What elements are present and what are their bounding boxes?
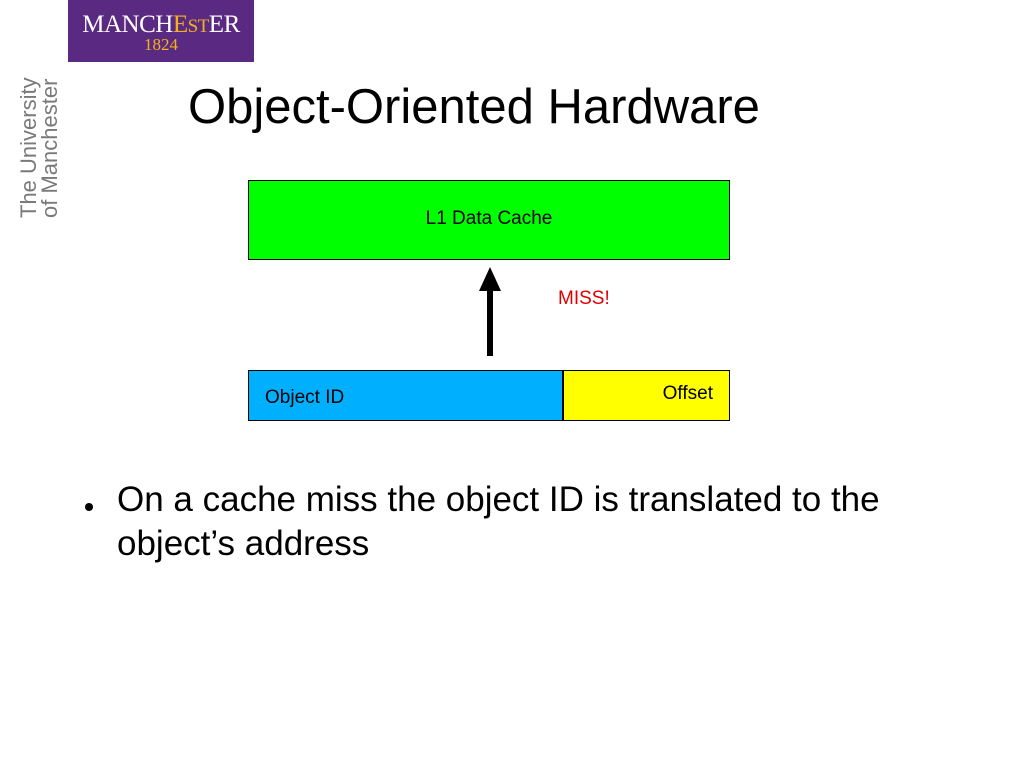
object-id-label: Object ID bbox=[265, 387, 345, 408]
logo-text-manch: MANCH bbox=[82, 11, 173, 38]
bullet-dot-icon bbox=[85, 503, 93, 511]
miss-label: MISS! bbox=[558, 288, 610, 309]
l1-data-cache-label: L1 Data Cache bbox=[425, 208, 553, 229]
offset-label: Offset bbox=[662, 383, 713, 404]
manchester-logo: MANCHESTER 1824 bbox=[68, 0, 254, 62]
bullet-list: On a cache miss the object ID is transla… bbox=[85, 478, 985, 566]
slide-title: Object-Oriented Hardware bbox=[188, 80, 760, 134]
l1-data-cache-box: L1 Data Cache bbox=[248, 180, 730, 260]
offset-field: Offset bbox=[563, 370, 730, 421]
logo-wordmark: MANCHESTER bbox=[68, 12, 254, 37]
logo-text-e: E bbox=[172, 11, 188, 38]
logo-text-s: S bbox=[187, 16, 199, 37]
logo-text-er: ER bbox=[208, 11, 240, 38]
arrow-head-icon bbox=[479, 267, 501, 291]
logo-year: 1824 bbox=[144, 35, 178, 54]
logo-text-t: T bbox=[197, 16, 210, 37]
bullet-text: On a cache miss the object ID is transla… bbox=[117, 480, 880, 563]
object-id-field: Object ID bbox=[248, 370, 563, 421]
